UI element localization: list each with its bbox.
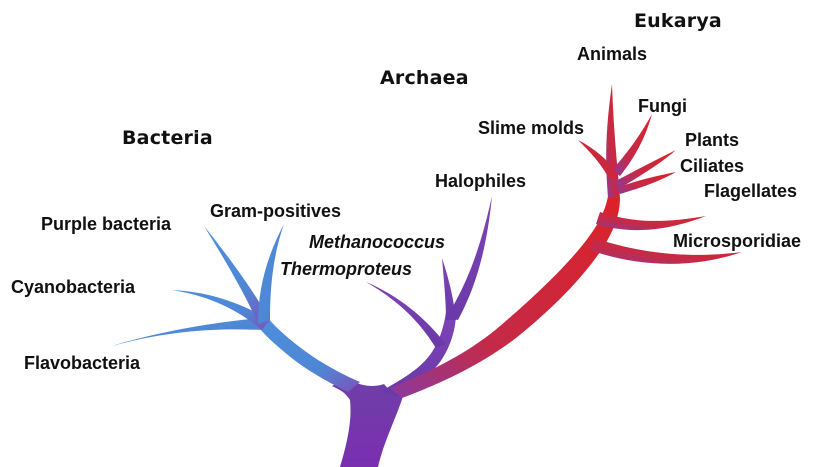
taxon-label-slime-molds: Slime molds [478, 119, 584, 137]
taxon-label-fungi: Fungi [638, 97, 687, 115]
taxon-label-gram-positives: Gram-positives [210, 202, 341, 220]
taxon-label-microsporidiae: Microsporidiae [673, 232, 801, 250]
taxon-label-cyanobacteria: Cyanobacteria [11, 278, 135, 296]
taxon-label-animals: Animals [577, 45, 647, 63]
taxon-label-flavobacteria: Flavobacteria [24, 354, 140, 372]
taxon-label-thermoproteus: Thermoproteus [280, 260, 412, 278]
taxon-label-purple-bacteria: Purple bacteria [41, 215, 171, 233]
taxon-label-plants: Plants [685, 131, 739, 149]
taxon-label-methanococcus: Methanococcus [309, 233, 445, 251]
taxon-label-halophiles: Halophiles [435, 172, 526, 190]
taxon-label-flagellates: Flagellates [704, 182, 797, 200]
domain-label-bacteria: Bacteria [122, 129, 213, 148]
archaea-branch [366, 196, 492, 396]
domain-label-archaea: Archaea [380, 69, 469, 88]
domain-label-eukarya: Eukarya [634, 12, 722, 31]
taxon-label-ciliates: Ciliates [680, 157, 744, 175]
